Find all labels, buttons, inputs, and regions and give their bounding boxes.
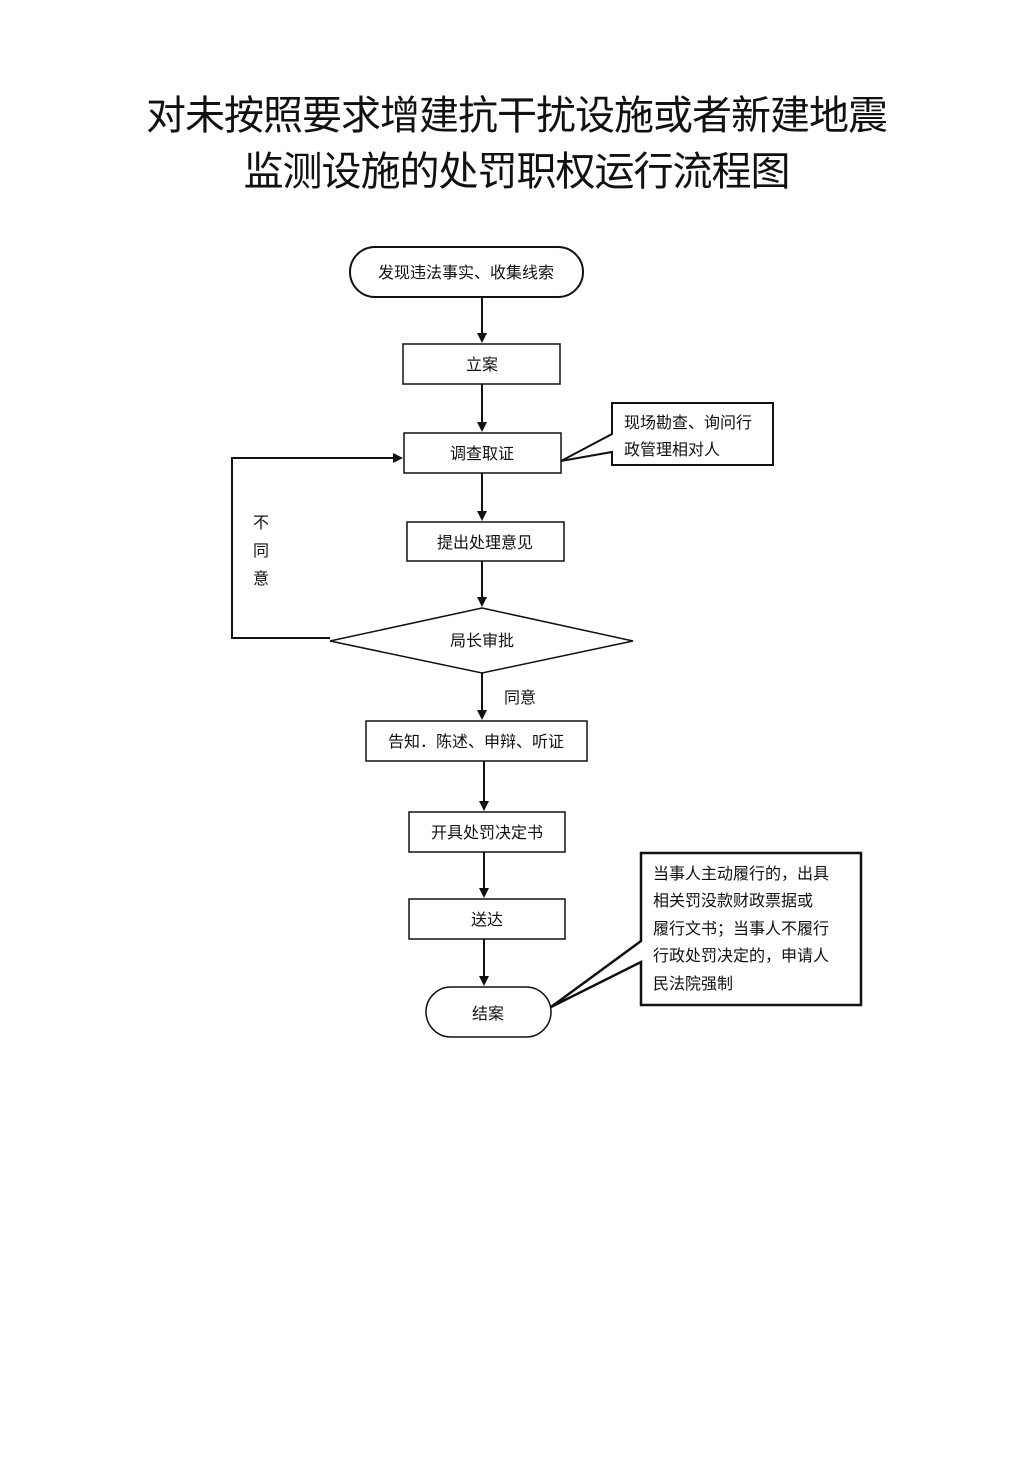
disagree-label-char-1: 不 bbox=[253, 513, 269, 532]
page-title-line-1: 对未按照要求增建抗干扰设施或者新建地震 bbox=[146, 93, 888, 139]
close-note-line-1: 当事人主动履行的，出具 bbox=[653, 864, 829, 883]
close-node bbox=[425, 986, 552, 1038]
page-title-line-2: 监测设施的处罚职权运行流程图 bbox=[243, 149, 791, 195]
deliver-node-label: 送达 bbox=[471, 910, 503, 929]
start-node bbox=[349, 246, 584, 298]
close-note-line-4: 行政处罚决定的，申请人 bbox=[653, 946, 829, 965]
close-note-line-2: 相关罚没款财政票据或 bbox=[653, 891, 813, 910]
investigate-note-line-2: 政管理相对人 bbox=[624, 440, 720, 459]
notify-node-label: 告知．陈述、申辩、听证 bbox=[388, 732, 564, 751]
decision-node-label: 开具处罚决定书 bbox=[431, 823, 543, 842]
close-note-callout bbox=[550, 851, 863, 1009]
investigate-node-label: 调查取证 bbox=[450, 444, 514, 463]
disagree-label-char-3: 意 bbox=[253, 569, 269, 588]
close-note-line-5: 民法院强制 bbox=[653, 974, 733, 993]
close-node-label: 结案 bbox=[472, 1004, 504, 1023]
file-case-node bbox=[402, 343, 561, 385]
propose-node bbox=[406, 521, 565, 562]
file-case-node-label: 立案 bbox=[466, 355, 498, 374]
close-note-line-3: 履行文书；当事人不履行 bbox=[653, 919, 829, 938]
investigate-note-callout bbox=[560, 402, 774, 466]
notify-node bbox=[365, 720, 588, 762]
start-node-label: 发现违法事实、收集线索 bbox=[378, 263, 554, 282]
agree-label: 同意 bbox=[504, 688, 536, 707]
decision-node bbox=[408, 811, 566, 853]
disagree-loop-line bbox=[231, 453, 403, 639]
investigate-note-line-1: 现场勘查、询问行 bbox=[624, 413, 752, 432]
propose-node-label: 提出处理意见 bbox=[437, 533, 533, 552]
disagree-label-char-2: 同 bbox=[253, 541, 269, 560]
deliver-node bbox=[408, 898, 566, 940]
investigate-node bbox=[403, 432, 562, 474]
approval-node-label: 局长审批 bbox=[450, 631, 514, 650]
